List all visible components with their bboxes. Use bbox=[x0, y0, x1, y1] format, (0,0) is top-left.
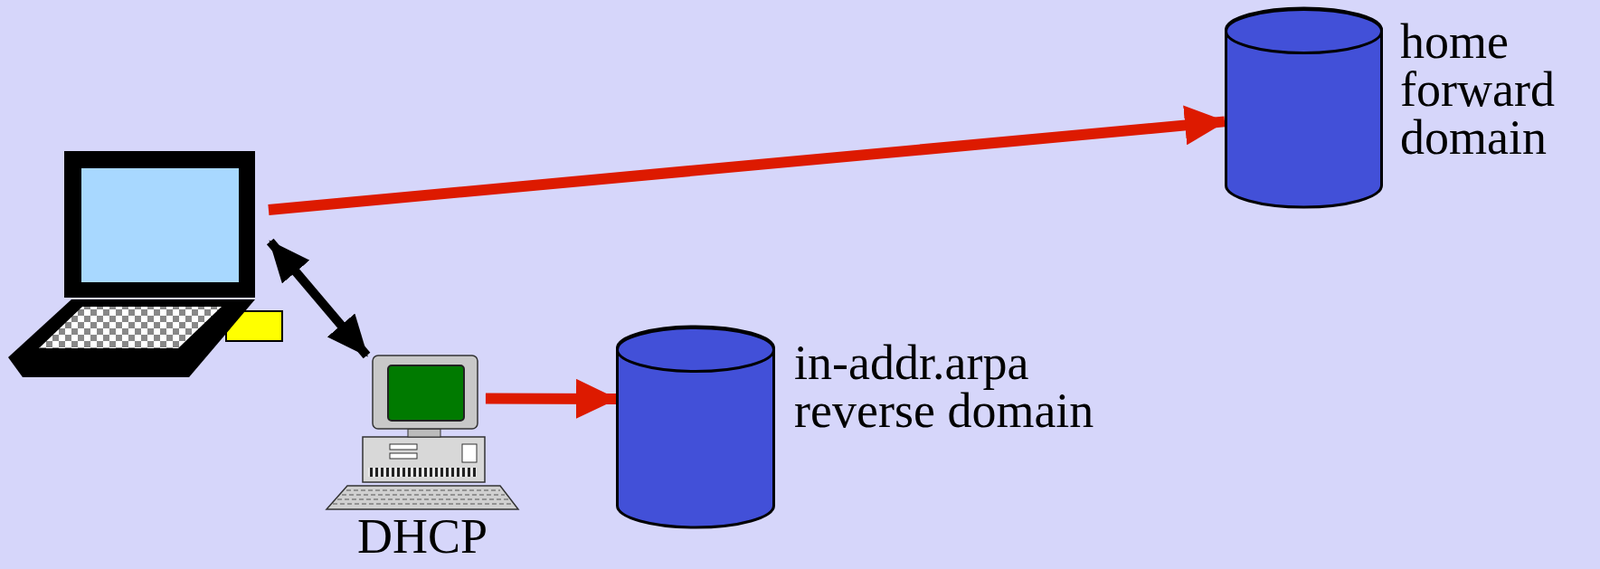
database-cylinder: home forward domain bbox=[1224, 8, 1555, 208]
laptop-icon-outline bbox=[8, 151, 285, 378]
server-computer-outline bbox=[326, 355, 519, 510]
double-arrow bbox=[270, 241, 368, 356]
database-cylinder-outline bbox=[1224, 8, 1383, 208]
database-cylinder: in-addr.arpa reverse domain bbox=[615, 326, 1102, 528]
node-label: in-addr.arpa reverse domain bbox=[794, 339, 1102, 436]
database-cylinder-outline bbox=[615, 326, 776, 528]
server-computer: DHCP bbox=[326, 355, 519, 561]
node-label: home forward domain bbox=[1400, 18, 1555, 162]
node-caption: DHCP bbox=[357, 512, 488, 561]
arrow-connector bbox=[485, 393, 616, 405]
laptop-icon bbox=[8, 151, 285, 378]
arrow-connector bbox=[268, 121, 1225, 210]
